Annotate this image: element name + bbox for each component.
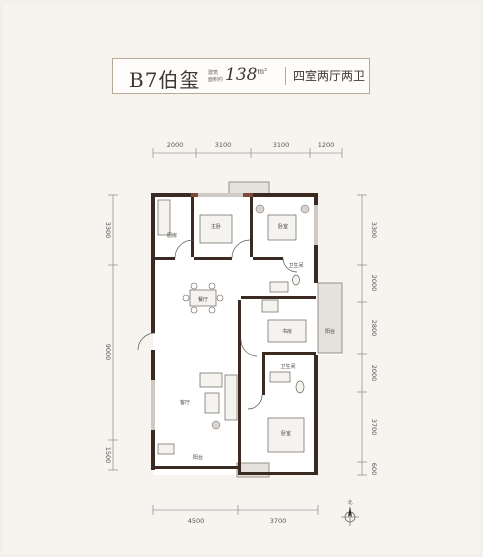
- doors: [137, 239, 298, 410]
- kitchen-counter: [157, 199, 171, 236]
- area-unit: m²: [257, 67, 267, 76]
- area-value: 138: [225, 65, 258, 85]
- room-study: 书房: [282, 328, 292, 335]
- toilet-bottom: [295, 380, 305, 394]
- room-balcony-bottom: 阳台: [193, 454, 203, 461]
- living-sofa: [224, 374, 238, 421]
- dim-right-3: 2800: [370, 320, 378, 337]
- bath-bottom-vanity: [269, 371, 291, 383]
- dim-left-1: 3300: [104, 222, 112, 239]
- room-balcony-right: 阳台: [325, 328, 335, 335]
- dim-right-6: 600: [370, 463, 378, 475]
- dining-chairs: [182, 282, 224, 314]
- toilet-top: [292, 274, 300, 286]
- dining-chair: [190, 282, 198, 290]
- dining-chair: [216, 294, 224, 302]
- dim-right-4: 2000: [370, 365, 378, 382]
- plant-icon: [255, 204, 265, 214]
- area-label-1: 建筑: [208, 70, 219, 76]
- furniture: [157, 199, 307, 455]
- room-master-bedroom: 主卧: [211, 223, 221, 230]
- room-bedroom-bottom: 卧室: [281, 430, 291, 437]
- dining-chair: [182, 294, 190, 302]
- dim-left-2: 9000: [104, 344, 112, 361]
- floor-area: [153, 195, 342, 475]
- master-bed: [199, 214, 233, 244]
- plan-title-box: B7伯玺 建筑 面积约 138m² 四室两厅两卫: [112, 58, 370, 94]
- living-armchair: [199, 372, 223, 388]
- title-separator: [285, 67, 286, 85]
- dim-bottom-1: 4500: [188, 517, 205, 525]
- plant-icon: [300, 204, 310, 214]
- dim-right-2: 2000: [370, 275, 378, 292]
- dim-top-3: 3100: [273, 141, 290, 149]
- bath-top-vanity: [269, 281, 289, 293]
- room-bathroom-bottom: 卫生间: [280, 363, 295, 370]
- compass-north-label: 北: [347, 499, 352, 506]
- dining-table: [189, 289, 217, 307]
- dim-top-2: 3100: [215, 141, 232, 149]
- dim-top-1: 2000: [167, 141, 184, 149]
- windows: [151, 193, 318, 430]
- dim-bottom-2: 3700: [270, 517, 287, 525]
- bedroom-top-bed: [267, 214, 297, 241]
- bedroom-bottom-bed: [267, 417, 305, 453]
- room-dining: 餐厅: [198, 296, 208, 303]
- dim-top-4: 1200: [318, 141, 335, 149]
- dining-chair: [190, 306, 198, 314]
- dim-left-3: 1500: [104, 447, 112, 464]
- dimension-labels: 2000 3100 3100 1200 4500 3700 3300 9000 …: [104, 141, 378, 525]
- coffee-table: [204, 392, 220, 414]
- dining-chair: [208, 306, 216, 314]
- room-living: 客厅: [180, 399, 190, 406]
- dimension-lines: [108, 148, 367, 515]
- study-shelf: [261, 299, 279, 313]
- compass-icon: [341, 506, 359, 526]
- plants: [211, 204, 310, 430]
- room-labels: 主卧 厨房 卧室 卫生间 餐厅 书房 阳台 卫生间 客厅 卧室 阳台: [167, 223, 335, 461]
- balcony-washer: [157, 443, 175, 455]
- dim-right-1: 3300: [370, 222, 378, 239]
- plant-icon: [211, 420, 221, 430]
- area-value-group: 138m²: [225, 65, 267, 85]
- room-bedroom-top: 卧室: [278, 223, 288, 230]
- room-bathroom-top: 卫生间: [288, 262, 303, 269]
- study-desk: [267, 319, 307, 343]
- dim-right-5: 3700: [370, 419, 378, 436]
- room-kitchen: 厨房: [167, 232, 177, 239]
- dining-chair: [208, 282, 216, 290]
- plan-name: B7伯玺: [129, 68, 201, 92]
- house-type: 四室两厅两卫: [293, 69, 366, 83]
- area-label-2: 面积约: [208, 77, 224, 83]
